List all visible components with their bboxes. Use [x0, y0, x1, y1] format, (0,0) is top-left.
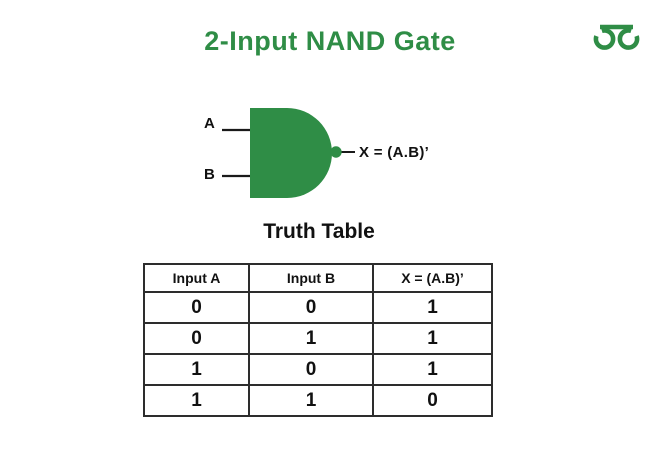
header-cell-input-a: Input A: [143, 263, 250, 293]
truth-table-heading: Truth Table: [263, 220, 375, 243]
cell-x: 0: [372, 384, 493, 417]
cell-b: 0: [248, 291, 374, 324]
nand-gate-body: [250, 108, 332, 198]
cell-a: 0: [143, 322, 250, 355]
table-row: 0 1 1: [143, 322, 493, 355]
input-a-label: A: [204, 115, 215, 132]
header-cell-output: X = (A.B)’: [372, 263, 493, 293]
table-row: 0 0 1: [143, 291, 493, 324]
cell-b: 0: [248, 353, 374, 386]
header-cell-input-b: Input B: [248, 263, 374, 293]
cell-x: 1: [372, 322, 493, 355]
cell-b: 1: [248, 322, 374, 355]
cell-a: 1: [143, 384, 250, 417]
geeksforgeeks-logo-icon: [593, 24, 640, 50]
inversion-bubble: [330, 146, 342, 158]
cell-a: 0: [143, 291, 250, 324]
cell-x: 1: [372, 353, 493, 386]
table-row: 1 1 0: [143, 384, 493, 417]
logo-right-g: [617, 28, 640, 50]
input-b-label: B: [204, 166, 215, 183]
table-row: 1 0 1: [143, 353, 493, 386]
table-header-row: Input A Input B X = (A.B)’: [143, 263, 493, 293]
cell-x: 1: [372, 291, 493, 324]
truth-table: Input A Input B X = (A.B)’ 0 0 1 0 1 1 1…: [143, 263, 493, 417]
cell-a: 1: [143, 353, 250, 386]
output-expression-label: X = (A.B)’: [359, 144, 430, 161]
cell-b: 1: [248, 384, 374, 417]
page-title: 2-Input NAND Gate: [204, 26, 456, 56]
logo-left-g: [593, 28, 616, 50]
